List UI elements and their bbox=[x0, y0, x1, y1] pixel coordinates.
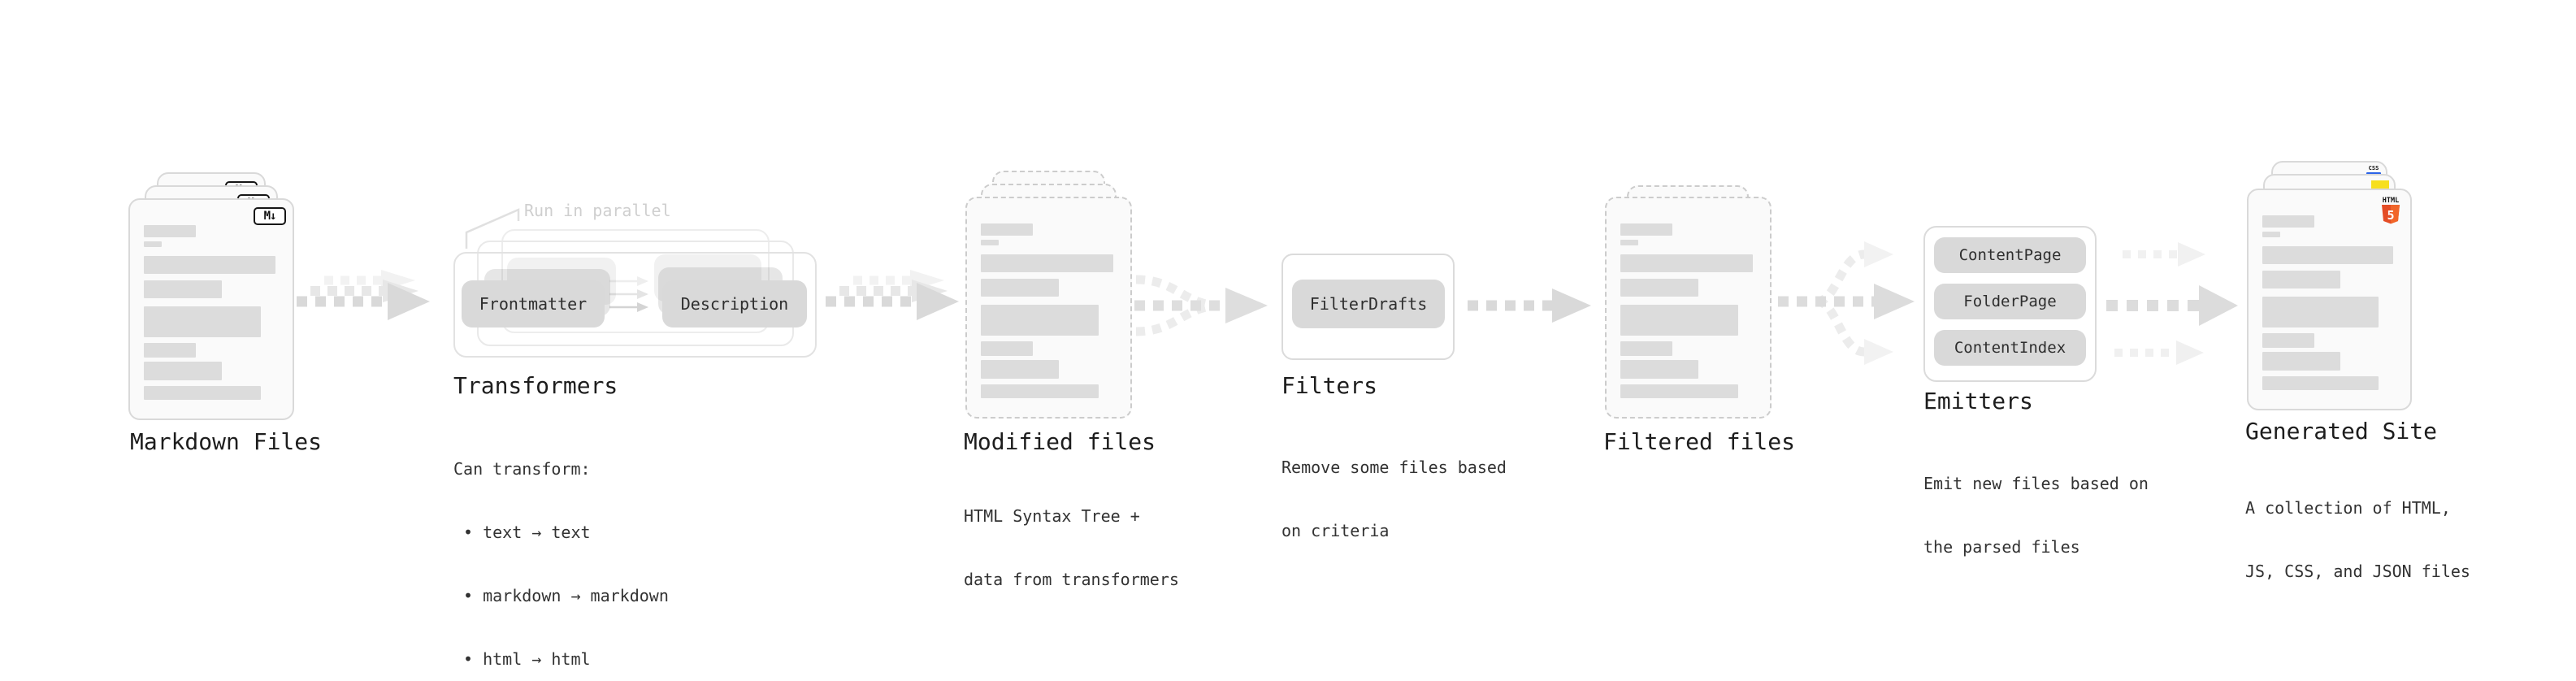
text-placeholder-bars bbox=[130, 200, 293, 419]
modified-files-title: Modified files bbox=[964, 428, 1156, 455]
arrow-modified-to-filters bbox=[1134, 275, 1268, 336]
placeholder-bar bbox=[981, 240, 1000, 245]
emitters-title: Emitters bbox=[1923, 388, 2033, 414]
placeholder-bar bbox=[1620, 240, 1639, 245]
text-placeholder-bars bbox=[2249, 190, 2410, 409]
modified-files-description: HTML Syntax Tree + data from transformer… bbox=[964, 506, 1179, 589]
filtered-files-title: Filtered files bbox=[1603, 428, 1796, 455]
placeholder-bar bbox=[144, 306, 261, 337]
text-placeholder-bars bbox=[967, 198, 1130, 417]
placeholder-bar bbox=[2262, 246, 2394, 264]
placeholder-bar bbox=[1620, 254, 1753, 272]
placeholder-bar bbox=[144, 362, 222, 380]
placeholder-bar bbox=[981, 341, 1034, 356]
placeholder-bar bbox=[1620, 305, 1738, 336]
filtered-file-card-front bbox=[1605, 197, 1772, 419]
placeholder-bar bbox=[1620, 279, 1699, 297]
placeholder-bar bbox=[1620, 360, 1699, 379]
transformers-title: Transformers bbox=[453, 372, 618, 399]
arrow-filters-to-filtered bbox=[1468, 288, 1591, 323]
placeholder-bar bbox=[144, 343, 196, 358]
pill-contentpage: ContentPage bbox=[1934, 237, 2086, 273]
markdown-icon: M↓ bbox=[254, 207, 286, 225]
site-file-card-html: HTML 5 bbox=[2247, 189, 2412, 410]
placeholder-bar bbox=[144, 256, 275, 274]
placeholder-bar bbox=[1620, 341, 1673, 356]
svg-text:5: 5 bbox=[2387, 208, 2394, 223]
placeholder-bar bbox=[144, 386, 261, 400]
generated-site-description: A collection of HTML, JS, CSS, and JSON … bbox=[2245, 498, 2470, 581]
transformers-description: Can transform: • text → text • markdown … bbox=[453, 459, 669, 669]
js-badge-icon bbox=[2371, 180, 2389, 191]
arrow-transformers-to-modified bbox=[826, 270, 959, 320]
transformer-box-front bbox=[453, 252, 817, 358]
placeholder-bar bbox=[2262, 333, 2314, 348]
markdown-file-card-front: M↓ bbox=[128, 198, 294, 420]
placeholder-bar bbox=[981, 279, 1060, 297]
frontmatter-to-description-arrows bbox=[609, 276, 648, 312]
placeholder-bar bbox=[2262, 232, 2280, 237]
placeholder-bar bbox=[144, 280, 222, 298]
html5-icon: HTML 5 bbox=[2379, 195, 2402, 229]
arrow-markdown-to-transformers bbox=[297, 270, 430, 320]
placeholder-bar bbox=[981, 254, 1113, 272]
pill-contentindex: ContentIndex bbox=[1934, 330, 2086, 366]
annotation-leader-line bbox=[465, 208, 520, 249]
placeholder-bar bbox=[981, 223, 1034, 236]
arrow-filtered-to-emitters bbox=[1778, 241, 1915, 365]
placeholder-bar bbox=[2262, 352, 2340, 371]
arrow-emitters-to-site bbox=[2106, 242, 2238, 365]
pill-description: Description bbox=[662, 280, 807, 327]
placeholder-bar bbox=[144, 241, 162, 247]
placeholder-bar bbox=[981, 360, 1060, 379]
placeholder-bar bbox=[981, 384, 1099, 398]
svg-text:HTML: HTML bbox=[2383, 197, 2399, 205]
modified-file-card-front bbox=[965, 197, 1132, 419]
pill-filterdrafts: FilterDrafts bbox=[1292, 280, 1445, 328]
placeholder-bar bbox=[2262, 376, 2379, 390]
placeholder-bar bbox=[1620, 384, 1738, 398]
placeholder-bar bbox=[2262, 297, 2379, 327]
pill-frontmatter: Frontmatter bbox=[462, 280, 605, 327]
text-placeholder-bars bbox=[1607, 198, 1770, 417]
markdown-files-title: Markdown Files bbox=[130, 428, 323, 455]
filters-description: Remove some files based on criteria bbox=[1281, 458, 1507, 540]
emitters-description: Emit new files based on the parsed files bbox=[1923, 474, 2149, 557]
run-in-parallel-annotation: Run in parallel bbox=[524, 201, 671, 220]
placeholder-bar bbox=[2262, 215, 2314, 228]
placeholder-bar bbox=[1620, 223, 1673, 236]
placeholder-bar bbox=[2262, 271, 2340, 288]
filters-title: Filters bbox=[1281, 372, 1378, 399]
placeholder-bar bbox=[144, 225, 196, 237]
placeholder-bar bbox=[981, 305, 1099, 336]
pill-folderpage: FolderPage bbox=[1934, 284, 2086, 319]
generated-site-title: Generated Site bbox=[2245, 418, 2438, 445]
